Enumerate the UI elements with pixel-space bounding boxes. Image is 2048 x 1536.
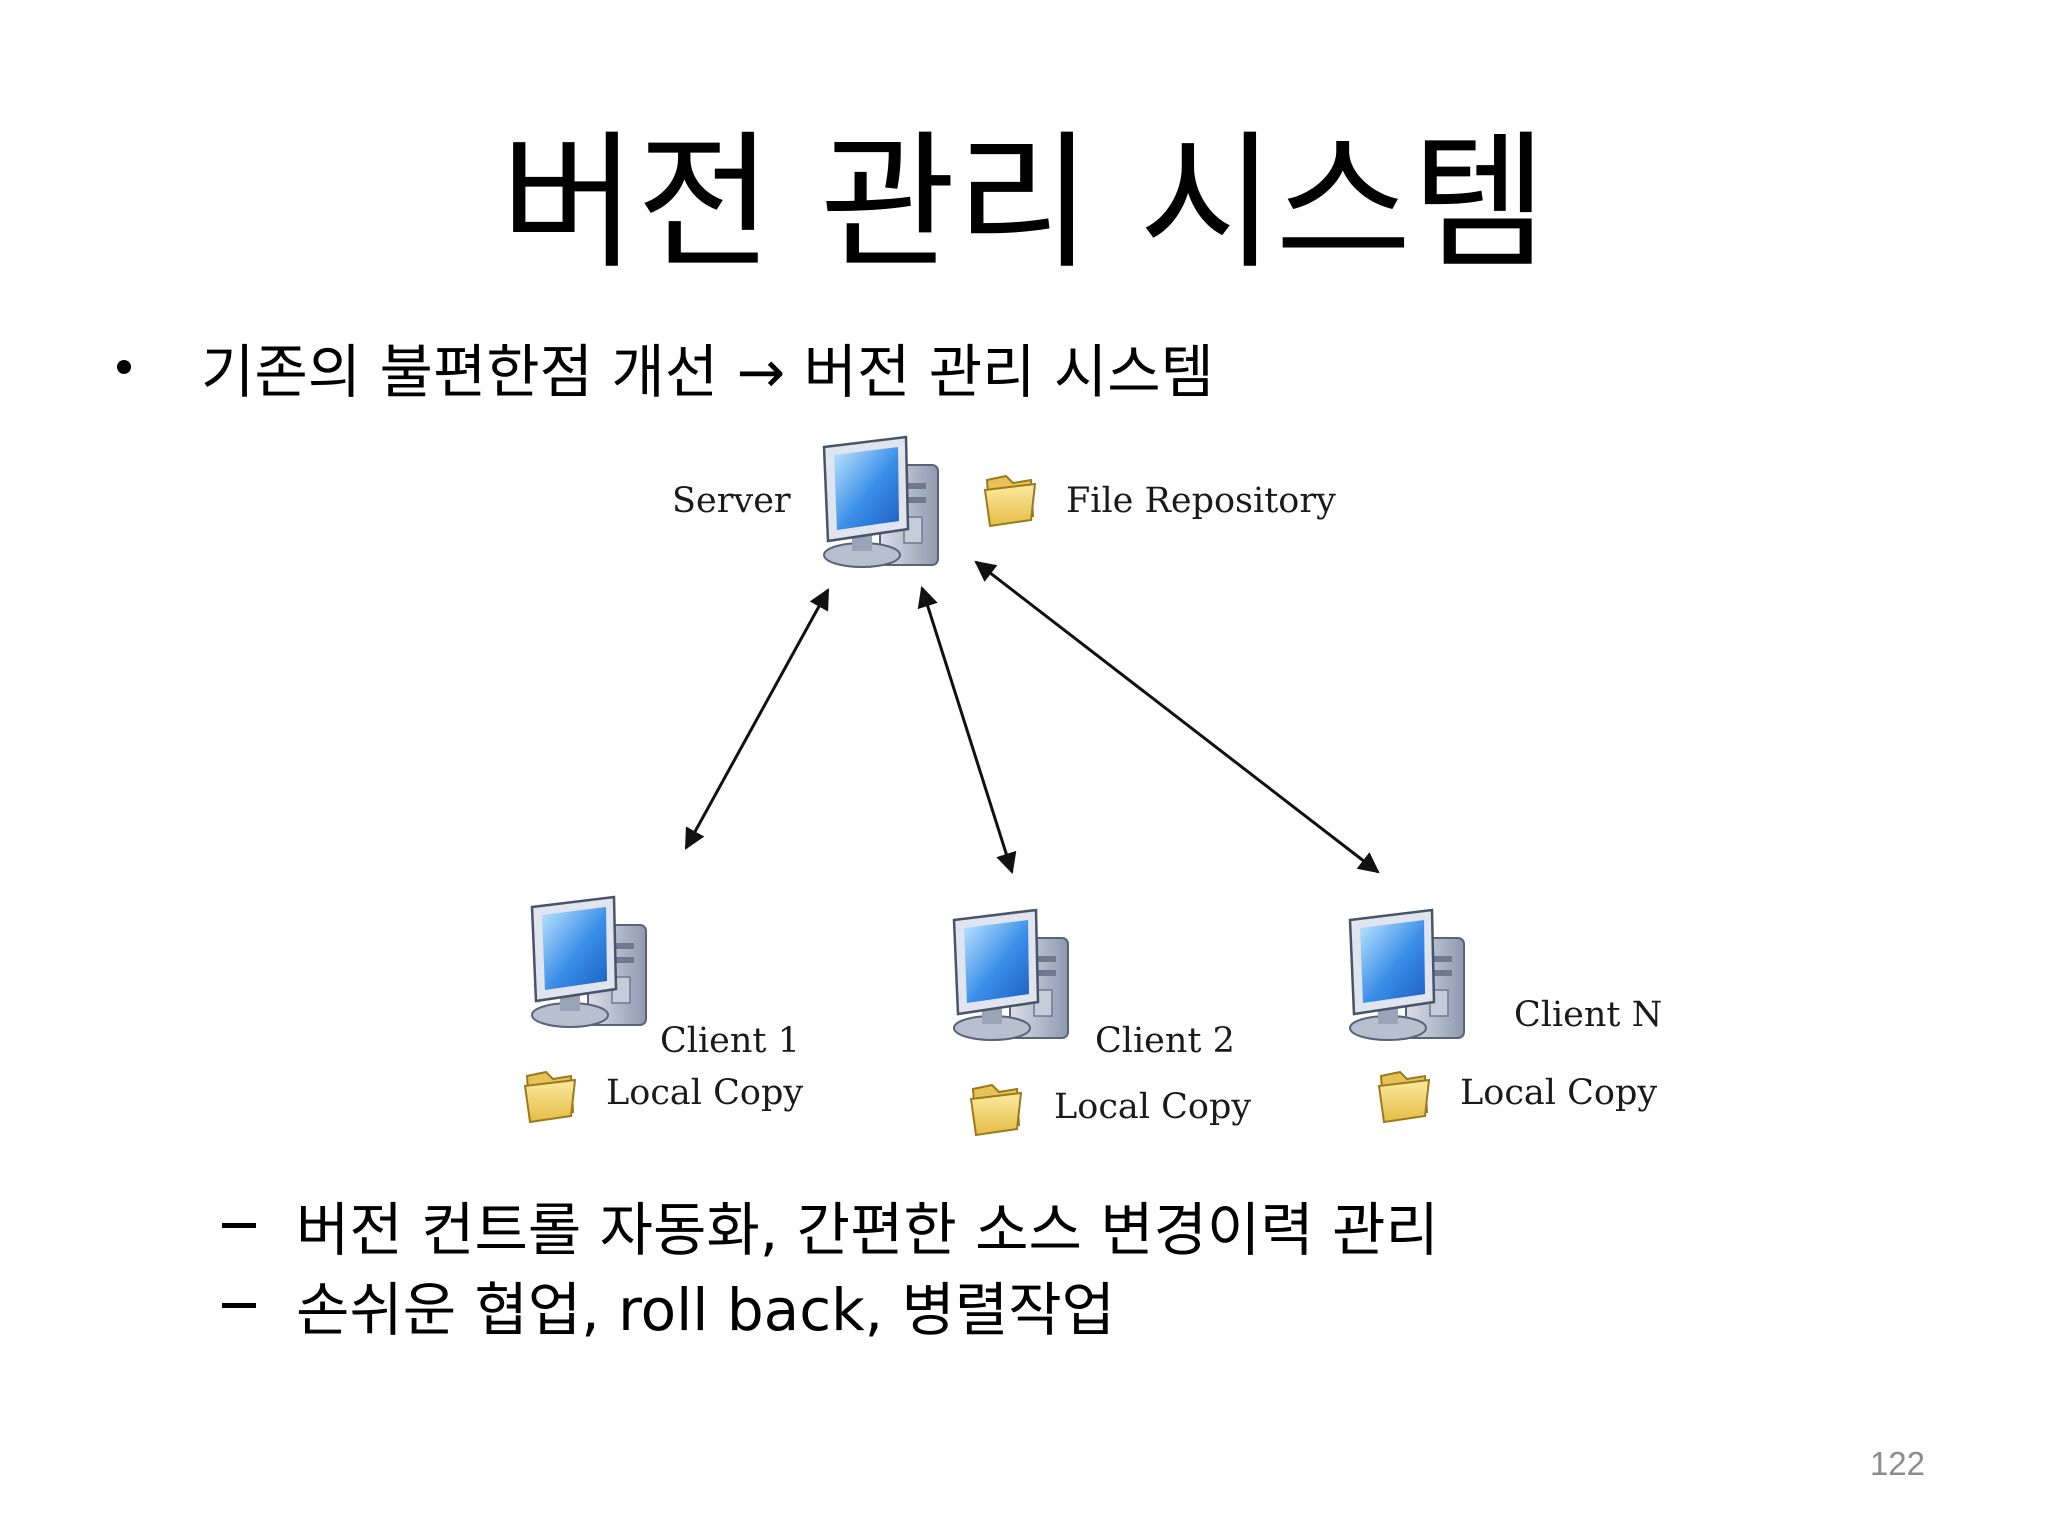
- server-label: Server: [672, 481, 791, 521]
- arrow-server-client-2: [917, 585, 1017, 875]
- sub-point: 버전 컨트롤 자동화, 간편한 소스 변경이력 관리: [222, 1188, 1439, 1264]
- repository-label: File Repository: [1066, 481, 1336, 521]
- server-computer-icon: [822, 435, 940, 569]
- page-number: 122: [1869, 1445, 1925, 1482]
- sub-point: 손쉬운 협업, roll back, 병렬작업: [222, 1268, 1115, 1344]
- client-1-copy-label: Local Copy: [606, 1073, 803, 1113]
- bullet-text: 기존의 불편한점 개선 → 버전 관리 시스템: [201, 338, 1214, 406]
- client-n-copy-label: Local Copy: [1460, 1073, 1657, 1113]
- sub-point-text: 손쉬운 협업, roll back, 병렬작업: [296, 1276, 1115, 1344]
- arrow-server-client-n: [974, 560, 1380, 874]
- client-1-folder-icon: [524, 1071, 576, 1123]
- client-1-computer-icon: [530, 895, 648, 1029]
- client-2-copy-label: Local Copy: [1054, 1087, 1251, 1127]
- bullet-item: 기존의 불편한점 개선 → 버전 관리 시스템: [117, 330, 1214, 406]
- client-n-folder-icon: [1378, 1071, 1430, 1123]
- dash-marker: [222, 1302, 256, 1308]
- arrow-server-client-1: [684, 588, 830, 850]
- page-title: 버전 관리 시스템: [500, 117, 1548, 289]
- client-1-label: Client 1: [660, 1021, 800, 1061]
- sub-point-text: 버전 컨트롤 자동화, 간편한 소스 변경이력 관리: [296, 1196, 1439, 1264]
- client-2-folder-icon: [970, 1084, 1022, 1136]
- client-2-label: Client 2: [1095, 1021, 1235, 1061]
- client-2-computer-icon: [952, 908, 1070, 1042]
- repository-folder-icon: [984, 475, 1036, 527]
- bullet-marker: [117, 360, 131, 374]
- client-n-label: Client N: [1514, 995, 1662, 1035]
- client-n-computer-icon: [1348, 908, 1466, 1042]
- dash-marker: [222, 1222, 256, 1228]
